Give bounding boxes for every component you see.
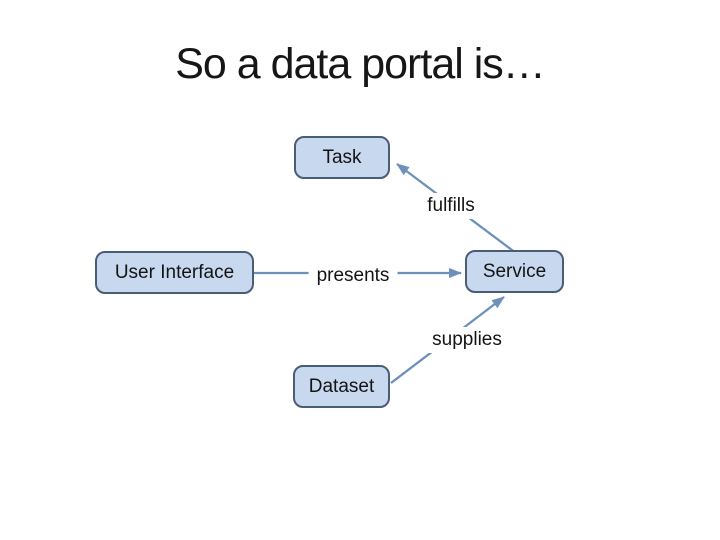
node-dataset: Dataset bbox=[293, 365, 390, 408]
node-task: Task bbox=[294, 136, 390, 179]
edge-label-supplies: supplies bbox=[424, 327, 510, 353]
node-service: Service bbox=[465, 250, 564, 293]
edge-label-fulfills: fulfills bbox=[419, 193, 483, 219]
node-user-interface: User Interface bbox=[95, 251, 254, 294]
edge-label-presents: presents bbox=[308, 263, 398, 289]
slide-title: So a data portal is… bbox=[175, 40, 546, 88]
